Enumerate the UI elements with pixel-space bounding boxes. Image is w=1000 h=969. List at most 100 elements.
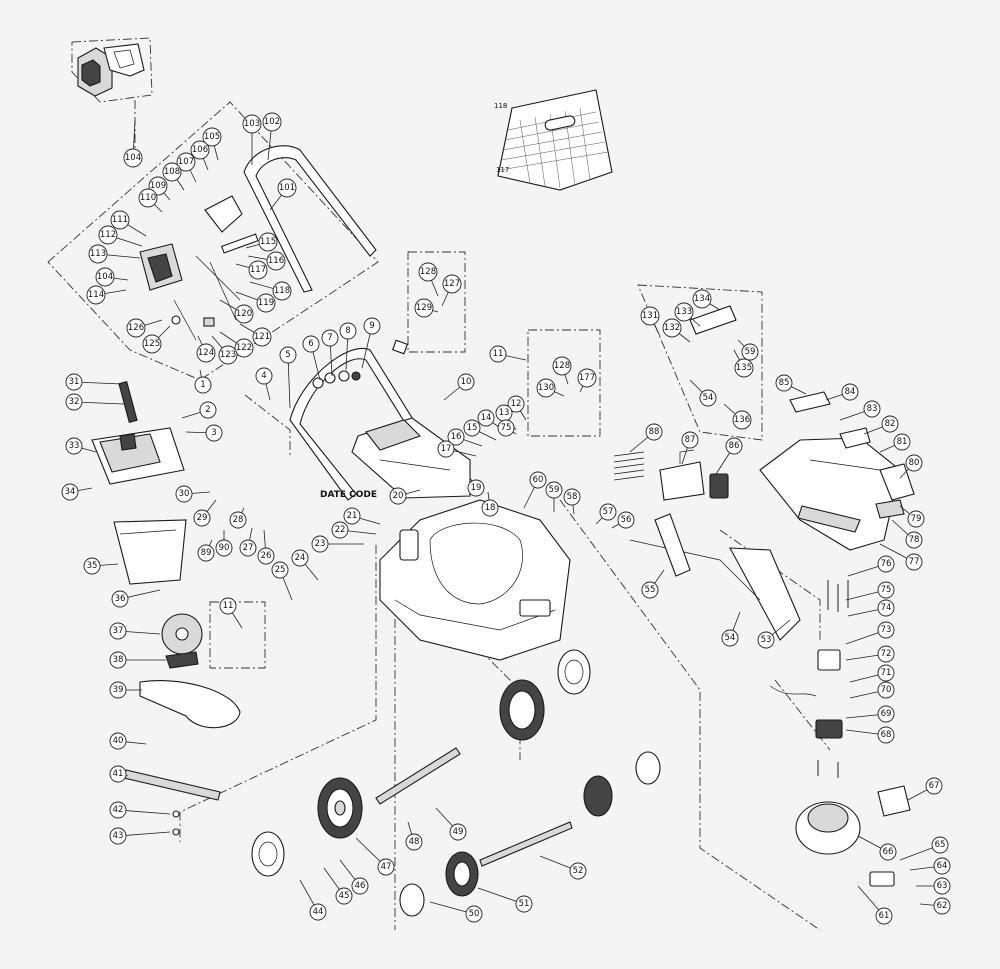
callout-circle — [933, 897, 951, 915]
callout-circle — [418, 262, 438, 282]
callout-circle — [61, 483, 79, 501]
callout-82: 82 — [881, 415, 899, 433]
callout-circle — [234, 338, 254, 358]
callout-80: 80 — [905, 454, 923, 472]
callout-10: 10 — [457, 373, 475, 391]
callout-number: 101 — [279, 183, 295, 193]
callout-circle — [138, 188, 158, 208]
motor-cover-part — [759, 391, 915, 551]
callout-number: 126 — [128, 323, 144, 333]
callout-number: 38 — [113, 655, 124, 665]
callout-circle — [109, 681, 127, 699]
callout-101: 101 — [277, 178, 297, 198]
callout-106: 106 — [190, 140, 210, 160]
callout-circle — [641, 581, 659, 599]
callout-38: 38 — [109, 651, 127, 669]
callout-circle — [489, 345, 507, 363]
callout-113: 113 — [88, 244, 108, 264]
callout-number: 35 — [87, 561, 98, 571]
callout-49: 49 — [449, 823, 467, 841]
callout-number: 105 — [204, 132, 220, 142]
callout-number: 39 — [113, 685, 124, 695]
callout-circle — [674, 302, 694, 322]
callout-number: 129 — [416, 303, 432, 313]
callout-circle — [405, 833, 423, 851]
callout-32: 32 — [65, 393, 83, 411]
callout-number: 8 — [345, 326, 350, 336]
callout-number: 64 — [937, 861, 948, 871]
callout-number: 41 — [113, 769, 124, 779]
callout-33: 33 — [65, 437, 83, 455]
wheel-front — [399, 751, 661, 917]
basket-label-118: 118 — [494, 102, 507, 110]
height-adjust-part — [629, 305, 801, 641]
callout-69: 69 — [877, 705, 895, 723]
callout-102: 102 — [262, 112, 282, 132]
callout-105: 105 — [202, 127, 222, 147]
callout-circle — [377, 858, 395, 876]
callout-number: 19 — [471, 483, 482, 493]
switch-box-part — [77, 43, 145, 97]
callout-36: 36 — [111, 590, 129, 608]
callout-55: 55 — [641, 581, 659, 599]
callout-number: 83 — [867, 404, 878, 414]
lower-handle-part — [289, 339, 433, 501]
callout-circle — [617, 511, 635, 529]
callout-circle — [302, 335, 320, 353]
callout-68: 68 — [877, 726, 895, 744]
callout-circle — [721, 629, 739, 647]
callout-41: 41 — [109, 765, 127, 783]
callout-119: 119 — [256, 293, 276, 313]
callout-circle — [248, 260, 268, 280]
callout-number: 75 — [881, 585, 892, 595]
callout-circle — [266, 251, 286, 271]
callout-54: 54 — [721, 629, 739, 647]
callout-number: 125 — [144, 339, 160, 349]
callout-89: 89 — [197, 544, 215, 562]
callout-75: 75 — [497, 419, 515, 437]
callout-number: 115 — [260, 237, 276, 247]
callout-circle — [877, 621, 895, 639]
callout-number: 18 — [485, 503, 496, 513]
callout-number: 7 — [327, 333, 332, 343]
callout-circle — [879, 843, 897, 861]
callout-circle — [109, 622, 127, 640]
callout-16: 16 — [447, 428, 465, 446]
callout-number: 22 — [335, 525, 346, 535]
callout-number: 40 — [113, 736, 124, 746]
callout-group: 1041101102103105106107108109110111112113… — [61, 112, 951, 925]
callout-number: 74 — [881, 603, 892, 613]
callout-number: 58 — [567, 492, 578, 502]
callout-circle — [732, 410, 752, 430]
callout-number: 122 — [236, 343, 252, 353]
callout-number: 23 — [315, 539, 326, 549]
callout-circle — [88, 244, 108, 264]
callout-133: 133 — [674, 302, 694, 322]
callout-number: 52 — [573, 866, 584, 876]
date-code-label: DATE CODE — [320, 490, 377, 500]
callout-5: 5 — [279, 346, 297, 364]
callout-number: 5 — [285, 350, 290, 360]
callout-circle — [363, 317, 381, 335]
callout-circle — [272, 281, 292, 301]
callout-circle — [563, 488, 581, 506]
callout-67: 67 — [925, 777, 943, 795]
callout-132: 132 — [662, 318, 682, 338]
callout-177: 177 — [577, 368, 597, 388]
callout-123: 123 — [218, 345, 238, 365]
callout-circle — [197, 544, 215, 562]
callout-circle — [877, 705, 895, 723]
callout-number: 33 — [69, 441, 80, 451]
callout-number: 177 — [579, 373, 595, 383]
callout-85: 85 — [775, 374, 793, 392]
callout-number: 112 — [100, 230, 116, 240]
callout-79: 79 — [907, 510, 925, 528]
callout-circle — [699, 389, 717, 407]
callout-circle — [536, 378, 556, 398]
callout-circle — [447, 428, 465, 446]
callout-number: 61 — [879, 911, 890, 921]
callout-number: 54 — [703, 393, 714, 403]
callout-number: 9 — [369, 321, 374, 331]
wheel-47 — [317, 777, 363, 839]
